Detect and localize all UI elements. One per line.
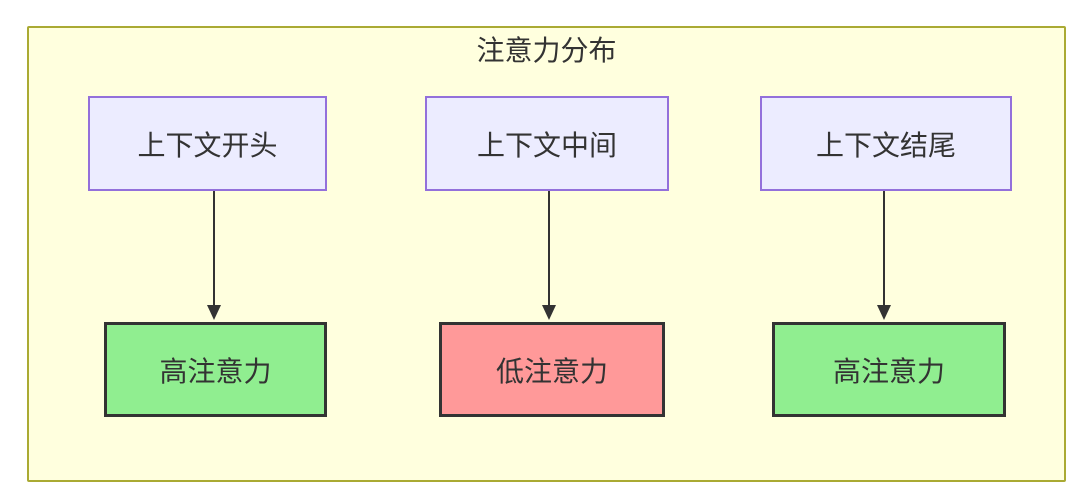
node-context-beginning: 上下文开头 bbox=[88, 96, 327, 191]
node-context-middle: 上下文中间 bbox=[425, 96, 669, 191]
attention-distribution-group: 注意力分布 上下文开头 上下文中间 上下文结尾 高注意力 低注意力 bbox=[27, 26, 1066, 482]
arrow-shaft bbox=[883, 191, 885, 305]
arrow-down-icon bbox=[876, 191, 892, 320]
arrow-down-icon bbox=[206, 191, 222, 320]
node-context-end: 上下文结尾 bbox=[760, 96, 1012, 191]
arrowhead-icon bbox=[542, 305, 556, 320]
arrow-shaft bbox=[213, 191, 215, 305]
node-label: 高注意力 bbox=[832, 355, 945, 387]
arrowhead-icon bbox=[877, 305, 891, 320]
node-high-attention-right: 高注意力 bbox=[772, 322, 1006, 417]
arrow-shaft bbox=[548, 191, 550, 305]
node-label: 高注意力 bbox=[159, 355, 272, 387]
node-high-attention-left: 高注意力 bbox=[104, 322, 327, 417]
arrow-down-icon bbox=[541, 191, 557, 320]
node-label: 上下文中间 bbox=[476, 129, 617, 161]
node-label: 上下文开头 bbox=[137, 129, 278, 161]
node-label: 上下文结尾 bbox=[815, 129, 956, 161]
diagram-title: 注意力分布 bbox=[476, 35, 617, 66]
node-low-attention-middle: 低注意力 bbox=[439, 322, 665, 417]
node-label: 低注意力 bbox=[495, 355, 608, 387]
arrowhead-icon bbox=[207, 305, 221, 320]
